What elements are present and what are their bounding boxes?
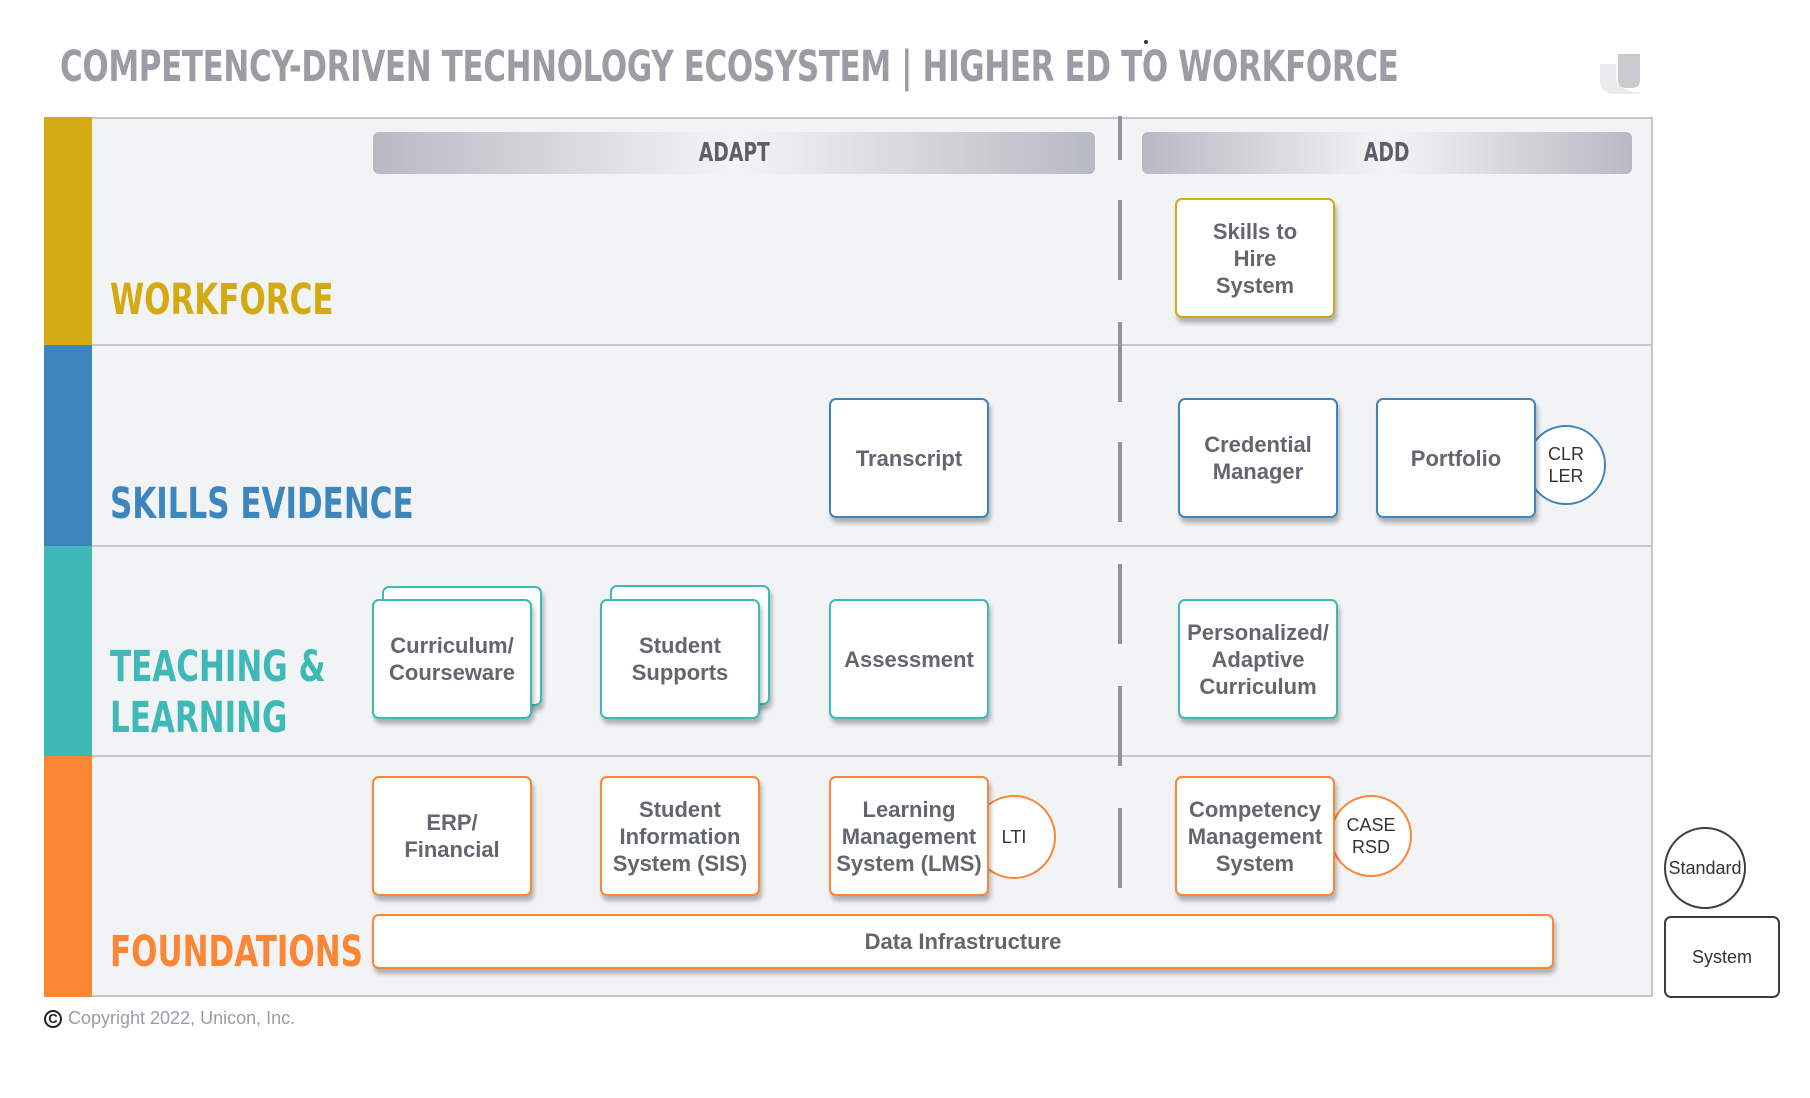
add-header: ADD [1142, 132, 1632, 174]
sis-system: Student Information System (SIS) [600, 776, 760, 896]
clr-ler-standard: CLR LER [1526, 425, 1606, 505]
assessment-label: Assessment [844, 646, 974, 672]
competency-mgmt-label: Competency Management System [1187, 796, 1323, 876]
copyright-text: Copyright 2022, Unicon, Inc. [68, 1008, 296, 1028]
column-divider [1118, 200, 1122, 280]
row-label-teaching-learning-2: LEARNING [110, 693, 288, 743]
transcript-system: Transcript [829, 398, 989, 518]
credential-manager-system: Credential Manager [1178, 398, 1338, 518]
row-label-workforce: WORKFORCE [110, 275, 334, 325]
case-rsd-label: CASE RSD [1346, 815, 1396, 857]
column-divider [1118, 808, 1122, 888]
row-label-skills-evidence: SKILLS EVIDENCE [110, 479, 414, 529]
lti-label: LTI [1001, 827, 1027, 847]
lms-system: Learning Management System (LMS) [829, 776, 989, 896]
column-divider [1118, 116, 1122, 160]
row-separator [92, 755, 1653, 757]
legend-system-label: System [1691, 946, 1752, 967]
competency-management-system: Competency Management System [1175, 776, 1335, 896]
workforce-band [44, 117, 92, 345]
erp-financial-system: ERP/ Financial [372, 776, 532, 896]
curriculum-label: Curriculum/ Courseware [389, 633, 515, 685]
data-infrastructure-label: Data Infrastructure [864, 928, 1062, 954]
adapt-header: ADAPT [373, 132, 1095, 174]
adapt-header-label: ADAPT [698, 138, 770, 168]
curriculum-courseware-system: Curriculum/ Courseware [372, 599, 532, 719]
personalized-label: Personalized/ Adaptive Curriculum [1187, 619, 1329, 699]
column-divider [1118, 686, 1122, 766]
clr-ler-label: CLR LER [1547, 444, 1584, 486]
portfolio-system: Portfolio [1376, 398, 1536, 518]
case-rsd-standard: CASE RSD [1330, 795, 1412, 877]
row-label-teaching-learning: TEACHING & [110, 642, 326, 692]
legend-standard-label: Standard [1668, 857, 1742, 878]
add-header-label: ADD [1364, 138, 1410, 168]
column-divider [1118, 442, 1122, 522]
personalized-adaptive-curriculum-system: Personalized/ Adaptive Curriculum [1178, 599, 1338, 719]
foundations-band [44, 756, 92, 997]
lms-label: Learning Management System (LMS) [836, 796, 982, 876]
page-title: COMPETENCY-DRIVEN TECHNOLOGY ECOSYSTEM |… [60, 42, 1399, 92]
skills-to-hire-label: Skills to Hire System [1212, 218, 1298, 298]
column-divider [1118, 322, 1122, 402]
copyright: C Copyright 2022, Unicon, Inc. [44, 1008, 295, 1029]
row-label-foundations: FOUNDATIONS [110, 927, 363, 977]
legend-standard: Standard [1664, 827, 1746, 909]
teaching-learning-band [44, 546, 92, 756]
student-supports-label: Student Supports [631, 633, 729, 685]
unicon-logo-icon [1600, 54, 1640, 94]
row-separator [92, 545, 1653, 547]
portfolio-label: Portfolio [1410, 445, 1502, 471]
row-separator [92, 344, 1653, 346]
credential-manager-label: Credential Manager [1204, 432, 1312, 484]
copyright-icon: C [44, 1009, 62, 1028]
assessment-system: Assessment [829, 599, 989, 719]
transcript-label: Transcript [855, 445, 963, 471]
skills-evidence-band [44, 345, 92, 546]
student-supports-system: Student Supports [600, 599, 760, 719]
skills-to-hire-system: Skills to Hire System [1175, 198, 1335, 318]
title-dot [1144, 40, 1148, 44]
data-infrastructure-system: Data Infrastructure [372, 914, 1554, 969]
legend-system: System [1664, 916, 1780, 998]
erp-label: ERP/ Financial [404, 810, 500, 862]
sis-label: Student Information System (SIS) [612, 796, 748, 876]
column-divider [1118, 564, 1122, 644]
